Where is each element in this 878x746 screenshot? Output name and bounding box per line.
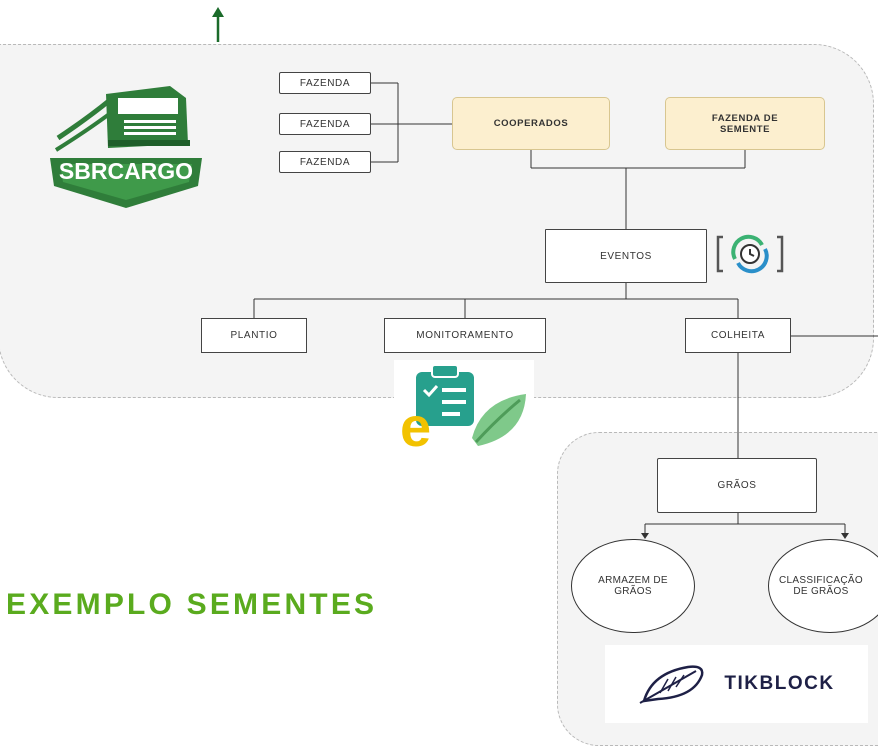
fazenda-box-2: FAZENDA bbox=[279, 113, 371, 135]
logo-text: SBRCARGO bbox=[58, 158, 194, 184]
feather-icon bbox=[639, 665, 704, 704]
fazenda-semente-box: FAZENDA DE SEMENTE bbox=[665, 97, 825, 150]
plantio-box: PLANTIO bbox=[201, 318, 307, 353]
tikblock-text: TIKBLOCK bbox=[724, 673, 835, 694]
graos-box: GRÃOS bbox=[657, 458, 817, 513]
truck-icon bbox=[50, 86, 202, 208]
tikblock-logo: TIKBLOCK bbox=[605, 645, 868, 723]
monitoramento-box: MONITORAMENTO bbox=[384, 318, 546, 353]
svg-text:e: e bbox=[400, 395, 431, 452]
armazem-graos-circle: ARMAZEM DE GRÃOS bbox=[571, 539, 695, 633]
cooperados-box: COOPERADOS bbox=[452, 97, 610, 150]
classificacao-label: CLASSIFICAÇÃO DE GRÃOS bbox=[779, 575, 863, 597]
eco-checklist-icon: e bbox=[394, 360, 534, 458]
colheita-box: COLHEITA bbox=[685, 318, 791, 353]
classificacao-graos-circle: CLASSIFICAÇÃO DE GRÃOS bbox=[768, 539, 878, 633]
eventos-box: EVENTOS bbox=[545, 229, 707, 283]
fazenda-box-1: FAZENDA bbox=[279, 72, 371, 94]
fazenda-box-3: FAZENDA bbox=[279, 151, 371, 173]
clock-sync-icon bbox=[715, 233, 785, 275]
page-title: EXEMPLO SEMENTES bbox=[6, 588, 378, 621]
armazem-label: ARMAZEM DE GRÃOS bbox=[598, 575, 668, 597]
sbrcargo-logo: SBRCARGO bbox=[48, 78, 204, 210]
